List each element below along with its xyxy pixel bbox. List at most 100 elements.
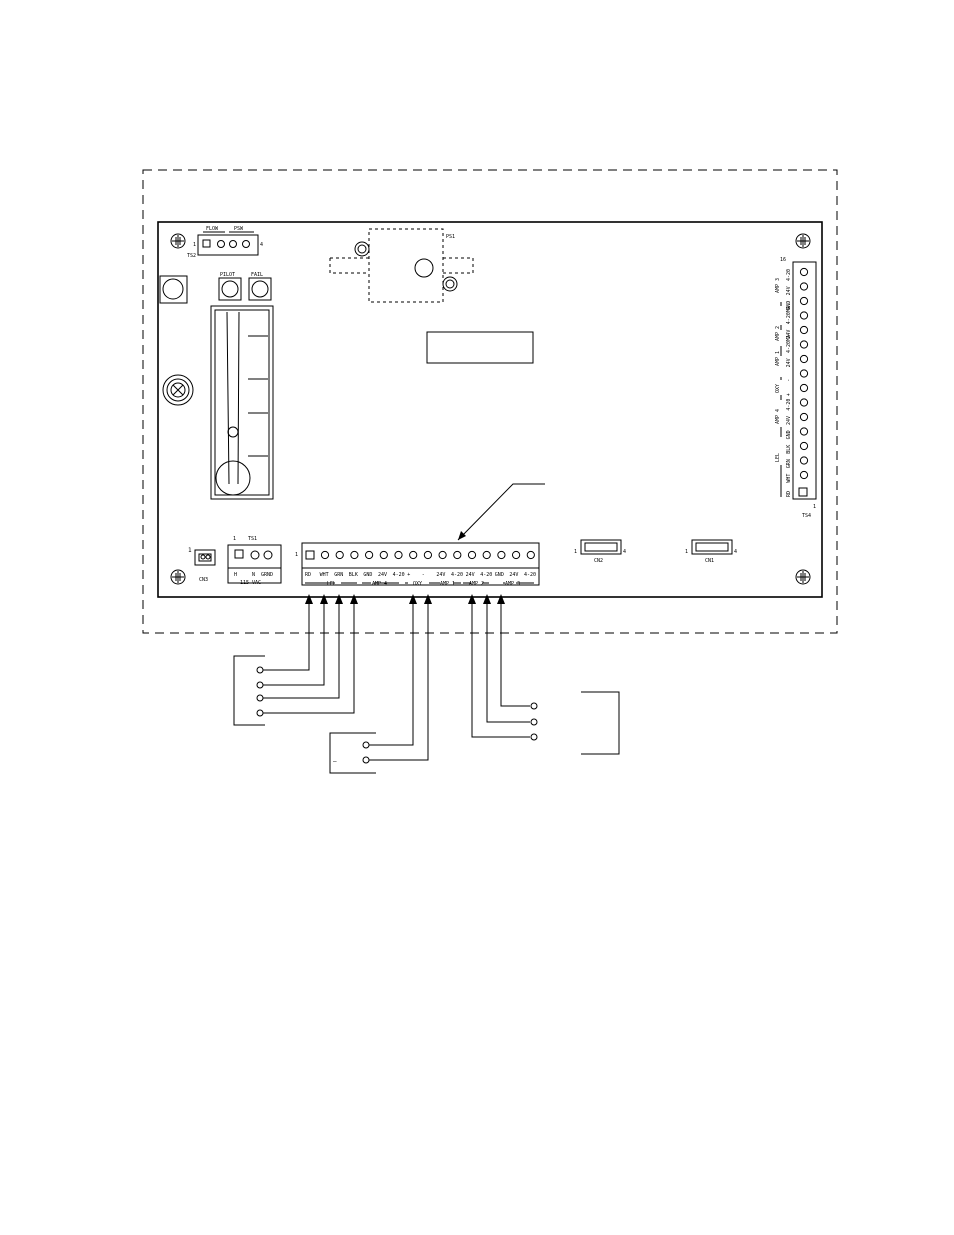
ts2-pin-first: 1 [193,242,196,248]
ts1-col-h: H [234,572,237,578]
ts3-pin [453,550,462,560]
cn2-connector: 1 4 CN2 [574,539,626,564]
ts4-pin [799,354,809,364]
ts3-pin [320,550,330,560]
ts4-column-label: 4-20MA [786,335,792,353]
ts1-col-grnd: GRND [261,572,273,578]
ts4-column-label: BLK [786,445,792,454]
ts4-pin [799,383,809,393]
ts4-column-label: 4-20MA [786,306,792,324]
ts2-connector: FLOW PSW 1 4 TS2 [187,226,263,259]
ts3-column-label: 24V [509,572,518,578]
cn3-connector: 1 CN3 [188,547,216,583]
cn3-pin-first: 1 [188,547,192,554]
cn2-label: CN2 [594,558,603,564]
ts3-column-label: 4-20 [480,572,492,578]
enclosure-outline [142,169,838,634]
ts3-column-label: + [407,572,410,578]
ts1-col-n: N [252,572,255,578]
pilot-led: PILOT [218,272,242,301]
ps1-pressure-switch: PS1 [329,228,474,303]
ts4-pin [799,456,809,465]
ts3-pin [409,550,418,560]
ts4-pin [799,412,809,422]
mounting-screw-icon [170,569,186,585]
ts3-column-label: BLK [349,572,358,578]
ts4-pin [799,441,809,451]
ts3-pin [335,550,344,560]
ts3-pin [467,550,477,560]
circuit-board [157,221,823,598]
ts4-column-label: GND [786,430,792,439]
cn2-pin-last: 4 [623,549,626,555]
ts4-column-label: 4-20 [786,399,792,411]
ts3-pin-first: 1 [295,552,298,558]
ps1-label: PS1 [446,234,455,240]
ts1-label: TS1 [248,536,257,542]
ts3-pin [438,550,447,560]
ts4-pin [799,369,809,378]
ts3-pin [497,550,506,560]
ts4-column-label: - [786,379,792,382]
ts4-pin [799,427,809,436]
ts3-pin [365,550,374,560]
oxy-minus-label: — [333,758,337,765]
cn1-pin-last: 4 [734,549,737,555]
ts4-pin [799,325,809,335]
ts4-group-oxy: OXY [775,384,781,393]
display-window [426,331,534,364]
ts4-pin [799,340,809,349]
ts3-group-amp3: AMP 3 [505,581,520,587]
ts3-group-oxy: OXY [413,581,422,587]
amp-sensor-wiring [468,594,620,755]
cn2-pin-first: 1 [574,549,577,555]
ts4-column-label: 4-20 [786,269,792,281]
fail-led-label: FAIL [251,272,263,278]
ts2-group-psw: PSW [234,226,244,232]
ts3-pin [512,550,521,560]
adjustment-knob-icon [162,374,194,406]
ts4-label: TS4 [802,513,811,519]
cn1-label: CN1 [705,558,714,564]
ts3-column-label: GND [363,572,372,578]
callout-arrow [457,483,545,541]
ts3-column-label: - [422,572,425,578]
ts4-group-amp1: AMP 1 [775,351,781,366]
ts2-label: TS2 [187,253,196,259]
ts3-column-label: RD [305,572,311,578]
ts3-column-label: 24V [378,572,387,578]
ts3-column-label: 24V [466,572,475,578]
ts1-pin-first: 1 [233,536,236,542]
cn1-connector: 1 4 CN1 [685,539,737,564]
ts4-column-label: + [786,393,792,396]
ts4-column-label: 24V [786,286,792,295]
ts3-pin [379,550,388,560]
ts4-group-amp4: AMP 4 [775,409,781,424]
mounting-screw-icon [795,569,811,585]
ts4-pin [799,267,809,277]
ts3-pins [320,550,535,560]
ts4-column-label: RD [786,491,792,497]
pilot-led-label: PILOT [220,272,235,278]
oxy-sensor-wiring: — [329,594,432,774]
lel-sensor-wiring [233,594,358,726]
ts4-pin [799,311,809,320]
mounting-screw-icon [170,233,186,249]
ts4-pin [799,470,809,480]
ts4-column-label: WHT [786,474,792,483]
ts3-pin [482,550,491,560]
reset-button-icon [159,275,188,304]
ts4-column-labels: RDWHTGRNBLKGND24V4-20+-24V4-20MA24V4-20M… [786,269,792,497]
ts4-pin-last: 16 [780,257,786,263]
ts2-pin-last: 4 [260,242,263,248]
ts3-group-amp2: AMP 2 [469,581,484,587]
ts1-terminal-block: 1 TS1 H N GRND 115 VAC [227,536,282,586]
ts4-group-amp3: AMP 3 [775,278,781,293]
ts4-group-amp2: AMP 2 [775,326,781,341]
ts4-column-label: 24V [786,330,792,339]
ts3-column-label: 24V [436,572,445,578]
ts3-group-amp1: AMP 1 [440,581,455,587]
